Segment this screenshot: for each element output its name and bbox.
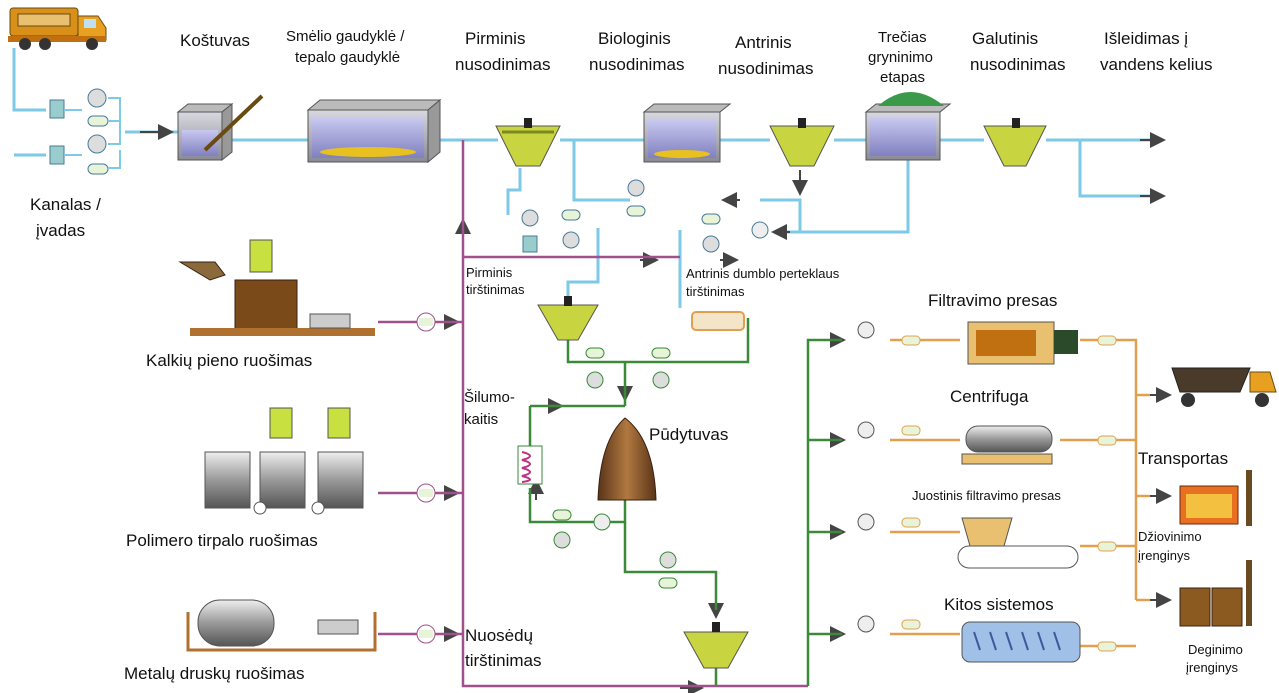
chemical-pipes bbox=[378, 140, 808, 688]
label-inlet-2: įvadas bbox=[36, 221, 86, 240]
dewatering-valves bbox=[857, 321, 1117, 652]
label-primary-2: nusodinimas bbox=[455, 55, 551, 74]
label-tertiary-3: etapas bbox=[880, 69, 926, 86]
primary-clarifier bbox=[495, 118, 561, 167]
incinerator-icon bbox=[1179, 560, 1252, 627]
label-dryer-1: Džiovinimo bbox=[1138, 529, 1202, 544]
water-pipes bbox=[12, 48, 1160, 308]
label-tertiary-1: Trečias bbox=[878, 29, 927, 46]
label-discharge-2: vandens kelius bbox=[1100, 55, 1213, 74]
lime-pump bbox=[416, 312, 436, 332]
filter-press-unit bbox=[967, 321, 1078, 365]
label-sediment-thick-1: Nuosėdų bbox=[465, 626, 534, 645]
label-filter-press: Filtravimo presas bbox=[928, 291, 1058, 310]
label-digester: Pūdytuvas bbox=[649, 425, 729, 444]
label-tertiary-2: gryninimo bbox=[868, 49, 934, 66]
label-primary-thick-1: Pirminis bbox=[466, 265, 513, 280]
tertiary-filter bbox=[864, 92, 952, 161]
digester-tank bbox=[597, 417, 657, 501]
label-polymer: Polimero tirpalo ruošimas bbox=[126, 531, 318, 550]
pump-group-primary-sludge bbox=[521, 209, 581, 253]
label-primary-1: Pirminis bbox=[465, 29, 526, 48]
dryer-icon bbox=[1179, 470, 1252, 526]
label-other-systems: Kitos sistemos bbox=[944, 595, 1054, 614]
screen-unit bbox=[176, 94, 264, 162]
pump-group-return bbox=[626, 179, 646, 217]
sludge-pipes bbox=[528, 318, 842, 686]
label-final-2: nusodinimas bbox=[970, 55, 1066, 74]
inlet-pump-group-1 bbox=[49, 88, 121, 132]
heat-exchanger bbox=[517, 445, 543, 485]
label-belt-press: Juostinis filtravimo presas bbox=[912, 488, 1061, 503]
label-transport: Transportas bbox=[1138, 449, 1229, 468]
label-primary-thick-2: tirštinimas bbox=[466, 282, 525, 297]
grit-trap-unit bbox=[306, 98, 442, 164]
label-inlet-1: Kanalas / bbox=[30, 195, 101, 214]
lime-preparation-unit bbox=[178, 239, 375, 336]
label-heat-exchanger-1: Šilumo- bbox=[464, 389, 515, 406]
label-screen: Koštuvas bbox=[180, 31, 250, 50]
inlet-truck-icon bbox=[8, 7, 107, 50]
label-bio-1: Biologinis bbox=[598, 29, 671, 48]
label-secondary-thick-1: Antrinis dumblo perteklaus bbox=[686, 266, 840, 281]
label-incinerator-2: įrenginys bbox=[1186, 660, 1239, 675]
bio-tank bbox=[642, 103, 732, 163]
label-secondary-thick-2: tirštinimas bbox=[686, 284, 745, 299]
label-grit-1: Smėlio gaudyklė / bbox=[286, 28, 405, 45]
belt-press-unit bbox=[957, 517, 1079, 569]
inlet-pump-group-2 bbox=[49, 132, 121, 175]
label-centrifuge: Centrifuga bbox=[950, 387, 1029, 406]
metal-salts-pump bbox=[416, 624, 436, 644]
pump-group-excess-sludge bbox=[701, 213, 769, 253]
sediment-thickener bbox=[683, 622, 749, 669]
label-dryer-2: įrenginys bbox=[1138, 548, 1191, 563]
transport-truck-icon bbox=[1171, 367, 1277, 407]
label-incinerator-1: Deginimo bbox=[1188, 642, 1243, 657]
label-grit-2: tepalo gaudyklė bbox=[295, 49, 401, 66]
secondary-clarifier bbox=[769, 118, 835, 167]
label-secondary-2: nusodinimas bbox=[718, 59, 814, 78]
secondary-thickener bbox=[691, 311, 745, 331]
primary-thickener bbox=[537, 296, 599, 341]
label-lime: Kalkių pieno ruošimas bbox=[146, 351, 313, 370]
label-metal-salts: Metalų druskų ruošimas bbox=[124, 664, 305, 683]
label-final-1: Galutinis bbox=[972, 29, 1039, 48]
label-heat-exchanger-2: kaitis bbox=[464, 411, 499, 428]
pump-group-thickened bbox=[585, 347, 671, 389]
label-discharge-1: Išleidimas į bbox=[1104, 29, 1189, 48]
pump-group-digester bbox=[552, 509, 678, 589]
other-systems-unit bbox=[961, 621, 1081, 663]
polymer-pump bbox=[416, 483, 436, 503]
label-secondary-1: Antrinis bbox=[735, 33, 792, 52]
final-clarifier bbox=[983, 118, 1047, 167]
metal-salts-preparation-unit bbox=[186, 599, 377, 652]
label-bio-2: nusodinimas bbox=[589, 55, 685, 74]
centrifuge-unit bbox=[961, 425, 1053, 465]
polymer-preparation-unit bbox=[204, 407, 364, 515]
label-sediment-thick-2: tirštinimas bbox=[465, 651, 542, 670]
